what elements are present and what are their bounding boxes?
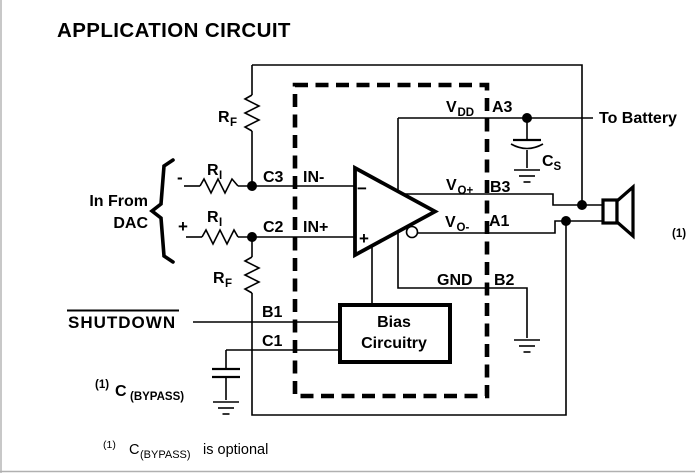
capacitor-cbypass-symbol <box>212 367 240 379</box>
input-pos-sign: + <box>178 217 188 236</box>
rf-top-label-sub: F <box>230 117 237 129</box>
cbypass-label: C <box>115 383 127 400</box>
footnote-cap-sub: (BYPASS) <box>140 449 191 461</box>
resistor-ri-bottom-symbol <box>201 228 239 246</box>
rf-bottom-label: R <box>213 270 225 287</box>
ground-symbol-cs <box>514 169 540 183</box>
in-from-dac-label-line2: DAC <box>113 215 148 232</box>
pin-ball-b2: B2 <box>494 272 515 289</box>
capacitor-cs-symbol <box>510 138 544 150</box>
wire-gnd <box>397 229 528 338</box>
junction-vo-pos-speaker <box>577 200 587 210</box>
footnote-cap: C <box>129 442 139 458</box>
cbypass-label-sub: (BYPASS) <box>130 391 184 403</box>
pin-ball-c1: C1 <box>262 333 283 350</box>
cbypass-ref: (1) <box>95 379 109 391</box>
pin-ball-c2: C2 <box>263 219 284 236</box>
ic-boundary-dashed-box <box>292 82 490 399</box>
ground-symbol-cbypass <box>213 401 239 415</box>
opamp-noninverting-input-sign: + <box>359 229 369 248</box>
pin-name-in-pos: IN+ <box>303 219 328 236</box>
in-from-dac-label-line1: In From <box>89 193 148 210</box>
wires <box>184 64 604 416</box>
pin-name-vo-neg-sub: O- <box>457 222 470 234</box>
rf-bottom-label-sub: F <box>225 278 232 290</box>
input-neg-sign: - <box>177 168 183 187</box>
pin-name-vdd: V <box>446 99 457 116</box>
pin-name-vo-pos: V <box>446 177 457 194</box>
wire-top-feedback <box>252 64 583 205</box>
ri-top-label-sub: I <box>219 170 222 182</box>
pin-name-vdd-sub: DD <box>458 107 475 119</box>
wire-vo-neg <box>412 220 604 234</box>
pin-name-in-neg: IN- <box>303 169 324 186</box>
pin-name-vo-neg: V <box>445 214 456 231</box>
pin-ball-a3: A3 <box>492 99 513 116</box>
junction-in-neg <box>247 181 257 191</box>
junction-vo-neg-speaker <box>561 216 571 226</box>
to-battery-label: To Battery <box>599 110 677 127</box>
opamp-inversion-bubble <box>405 225 419 239</box>
input-brace <box>149 158 175 264</box>
pin-ball-b3: B3 <box>490 179 511 196</box>
shutdown-label: SHUTDOWN <box>68 313 176 332</box>
pin-ball-c3: C3 <box>263 169 284 186</box>
rf-top-label: R <box>218 109 230 126</box>
junction-in-pos <box>247 232 257 242</box>
pin-name-gnd: GND <box>437 272 473 289</box>
cs-label: C <box>542 153 554 170</box>
resistor-rf-bottom-symbol <box>243 256 261 294</box>
resistor-rf-top-symbol <box>243 94 261 132</box>
bias-label-line2: Circuitry <box>361 335 427 352</box>
speaker-note-ref: (1) <box>672 228 686 240</box>
speaker-cone <box>615 183 635 240</box>
bias-label-line1: Bias <box>377 314 411 331</box>
opamp-inverting-input-sign: − <box>357 179 367 198</box>
ri-top-label: R <box>207 162 219 179</box>
ground-symbol-gnd-pin <box>514 339 540 353</box>
pin-name-vo-pos-sub: O+ <box>458 185 474 197</box>
wire-bottom-feedback <box>251 221 567 416</box>
footnote: (1) C (BYPASS) is optional <box>103 439 268 461</box>
footnote-ref: (1) <box>103 439 116 451</box>
junction-vdd-cs <box>522 113 532 123</box>
speaker-icon <box>601 183 635 240</box>
pin-ball-b1: B1 <box>262 304 283 321</box>
ri-bottom-label: R <box>207 209 219 226</box>
speaker-driver <box>601 198 619 225</box>
pin-ball-a1: A1 <box>489 213 510 230</box>
resistor-ri-top-symbol <box>199 177 239 195</box>
ri-bottom-label-sub: I <box>219 217 222 229</box>
opamp-triangle <box>353 164 439 259</box>
footnote-text: is optional <box>203 442 268 458</box>
cs-plate-bottom-curved <box>510 143 544 150</box>
figure-title: APPLICATION CIRCUIT <box>57 19 291 42</box>
cs-label-sub: S <box>554 161 562 173</box>
bias-circuitry-box <box>338 303 452 364</box>
